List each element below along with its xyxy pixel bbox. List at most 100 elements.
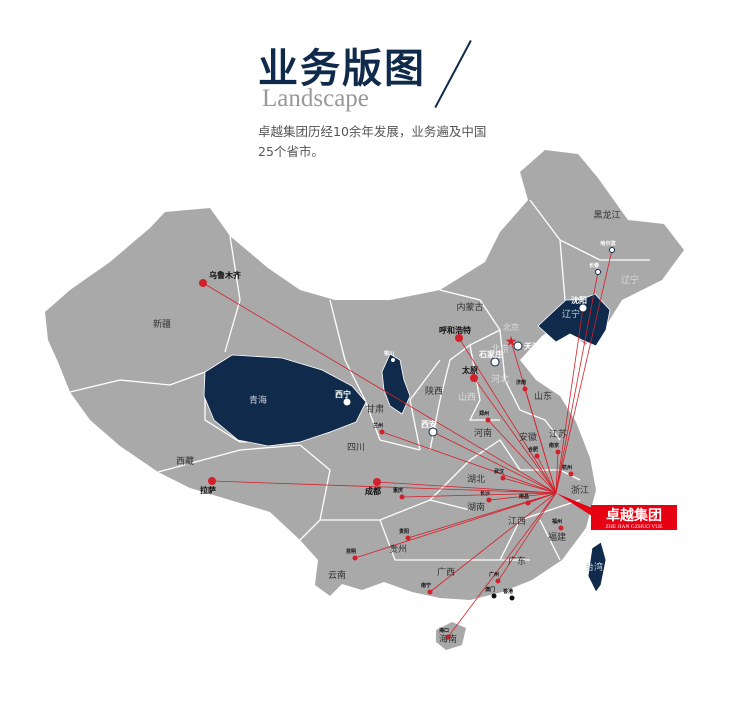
city-marker <box>342 397 352 407</box>
region-qinghai <box>203 354 367 447</box>
map-labels: 乌鲁木齐拉萨成都西宁西安呼和浩特太原石家庄天津沈阳长春哈尔滨银川重庆长沙贵阳昆明… <box>153 209 639 645</box>
province-label: 云南 <box>328 569 346 581</box>
province-label: 青海 <box>249 394 267 406</box>
city-label: 太原 <box>461 365 478 375</box>
city-marker <box>509 595 515 601</box>
province-border <box>529 199 650 261</box>
province-label: 北京 <box>491 343 509 355</box>
city-marker <box>445 634 451 640</box>
route-line <box>376 481 557 494</box>
city-label: 福州 <box>551 518 562 525</box>
route-line <box>202 282 557 494</box>
capital-star-icon: ★ <box>505 334 518 350</box>
route-line <box>407 492 557 539</box>
province-label: 广西 <box>437 566 455 578</box>
route-line <box>432 431 557 494</box>
province-border <box>299 444 331 541</box>
province-label: 浙江 <box>571 484 589 496</box>
china-mainland <box>45 150 684 600</box>
city-label: 香港 <box>502 588 514 595</box>
province-border <box>429 329 501 451</box>
logo-name-cn: 卓越集团 <box>606 507 662 524</box>
province-label: 安徽 <box>519 431 537 443</box>
route-line <box>536 455 557 494</box>
city-marker <box>578 303 588 313</box>
route-line <box>381 431 557 494</box>
province-border <box>499 329 561 441</box>
province-label: 山西 <box>458 392 476 403</box>
province-border <box>329 299 421 451</box>
city-marker <box>558 525 564 531</box>
capital-label: 北京 <box>503 322 519 332</box>
city-marker <box>486 497 492 503</box>
city-label: 济南 <box>516 379 526 386</box>
province-label: 新疆 <box>153 318 171 330</box>
city-label: 海口 <box>439 627 449 634</box>
route-line <box>497 492 557 582</box>
city-marker <box>555 449 561 455</box>
province-border <box>468 344 500 421</box>
route-line <box>447 492 557 638</box>
province-label: 陕西 <box>425 385 443 397</box>
province-border <box>429 439 521 501</box>
city-label: 石家庄 <box>478 349 503 359</box>
province-label: 辽宁 <box>562 308 580 320</box>
province-label: 山东 <box>534 390 552 402</box>
province-label: 甘肃 <box>366 403 384 415</box>
route-lines <box>202 249 613 638</box>
city-marker <box>513 341 523 351</box>
city-marker <box>568 471 574 477</box>
city-marker <box>525 500 531 506</box>
province-border <box>157 444 301 473</box>
province-label: 辽宁 <box>621 274 639 286</box>
city-label: 银川 <box>383 350 394 357</box>
route-line <box>473 377 557 494</box>
city-label: 武汉 <box>494 468 505 475</box>
city-marker <box>491 593 497 599</box>
city-label: 沈阳 <box>571 295 587 305</box>
province-label: 湖南 <box>467 501 485 513</box>
city-marker <box>390 357 396 363</box>
city-marker <box>427 589 433 595</box>
province-label: 海南 <box>439 633 457 645</box>
city-marker <box>208 477 216 485</box>
city-label: 兰州 <box>373 422 383 429</box>
route-line <box>555 271 599 494</box>
description: 卓越集团历经10余年发展，业务遍及中国25个省市。 <box>258 124 487 159</box>
route-line <box>401 492 557 498</box>
city-marker <box>199 279 207 287</box>
province-border <box>439 289 501 331</box>
region-liaoning <box>537 293 611 347</box>
city-label: 西宁 <box>335 389 351 399</box>
province-label: 广东 <box>508 555 526 567</box>
city-label: 长沙 <box>480 490 490 497</box>
city-marker <box>428 427 438 437</box>
province-border <box>69 371 206 393</box>
city-label: 郑州 <box>479 410 489 417</box>
city-marker <box>379 429 385 435</box>
route-line <box>488 492 557 501</box>
city-marker <box>485 417 491 423</box>
city-marker <box>455 334 463 342</box>
city-label: 西安 <box>421 419 437 429</box>
region-ningxia <box>381 353 411 415</box>
route-line <box>502 477 557 494</box>
province-border <box>499 499 581 561</box>
city-marker <box>399 494 405 500</box>
city-marker <box>373 478 381 486</box>
city-marker <box>352 555 358 561</box>
city-marker <box>470 374 478 382</box>
city-label: 拉萨 <box>200 485 216 495</box>
province-label: 贵州 <box>389 543 407 555</box>
city-label: 哈尔滨 <box>600 240 615 247</box>
city-label: 呼和浩特 <box>439 325 471 335</box>
city-label: 南昌 <box>519 493 529 500</box>
province-label: 江西 <box>508 516 526 527</box>
province-borders <box>69 199 650 561</box>
page-subtitle: Landscape <box>262 85 369 112</box>
hainan-island <box>436 622 466 650</box>
city-label: 南京 <box>549 442 559 449</box>
route-line <box>487 419 557 494</box>
city-label: 乌鲁木齐 <box>209 270 242 280</box>
